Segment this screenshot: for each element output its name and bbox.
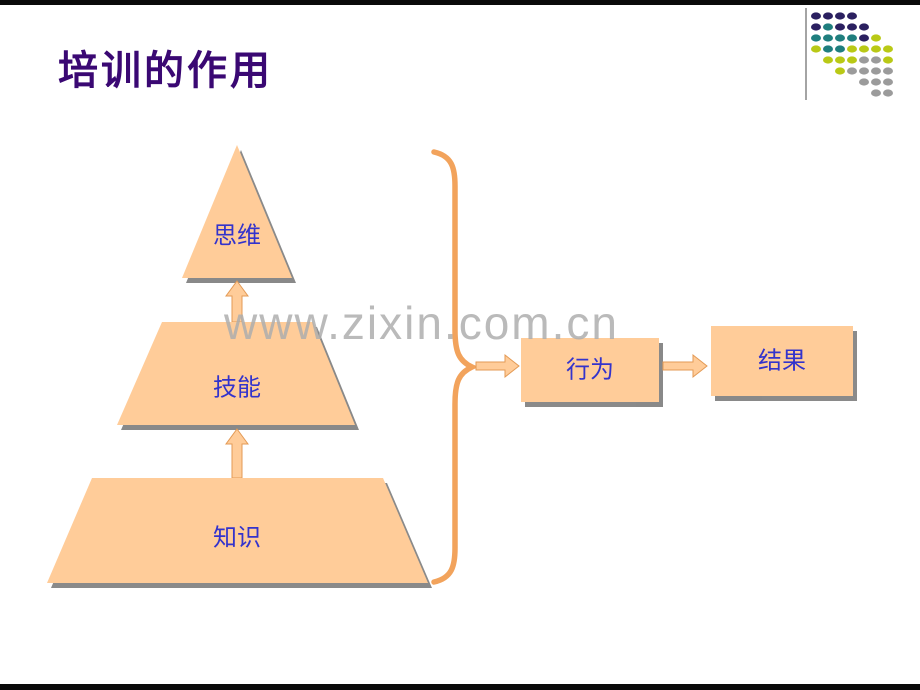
arrow-brace-to-behavior: [475, 353, 520, 379]
curly-brace: [431, 149, 479, 585]
bottom-border: [0, 684, 920, 690]
watermark: www.zixin.com.cn: [224, 297, 619, 349]
pyramid-level-thinking: [182, 145, 292, 278]
result-box: [711, 326, 853, 396]
arrow-behavior-to-result: [662, 353, 708, 379]
behavior-box-label: 行为: [566, 357, 614, 384]
pyramid-level-knowledge-label: 知识: [213, 525, 261, 552]
result-box-label: 结果: [758, 348, 806, 375]
page-title: 培训的作用: [58, 49, 273, 93]
pyramid-level-skill: [117, 322, 355, 425]
top-border: [0, 0, 920, 5]
pyramid-level-knowledge: [47, 478, 428, 583]
pyramid-level-skill-label: 技能: [213, 375, 261, 402]
pyramid-level-thinking-label: 思维: [213, 223, 261, 250]
behavior-box: [521, 338, 659, 402]
dots-decoration-icon: [805, 8, 893, 100]
up-arrow-knowledge-to-skill: [225, 428, 249, 479]
decor-dots: [811, 12, 893, 97]
